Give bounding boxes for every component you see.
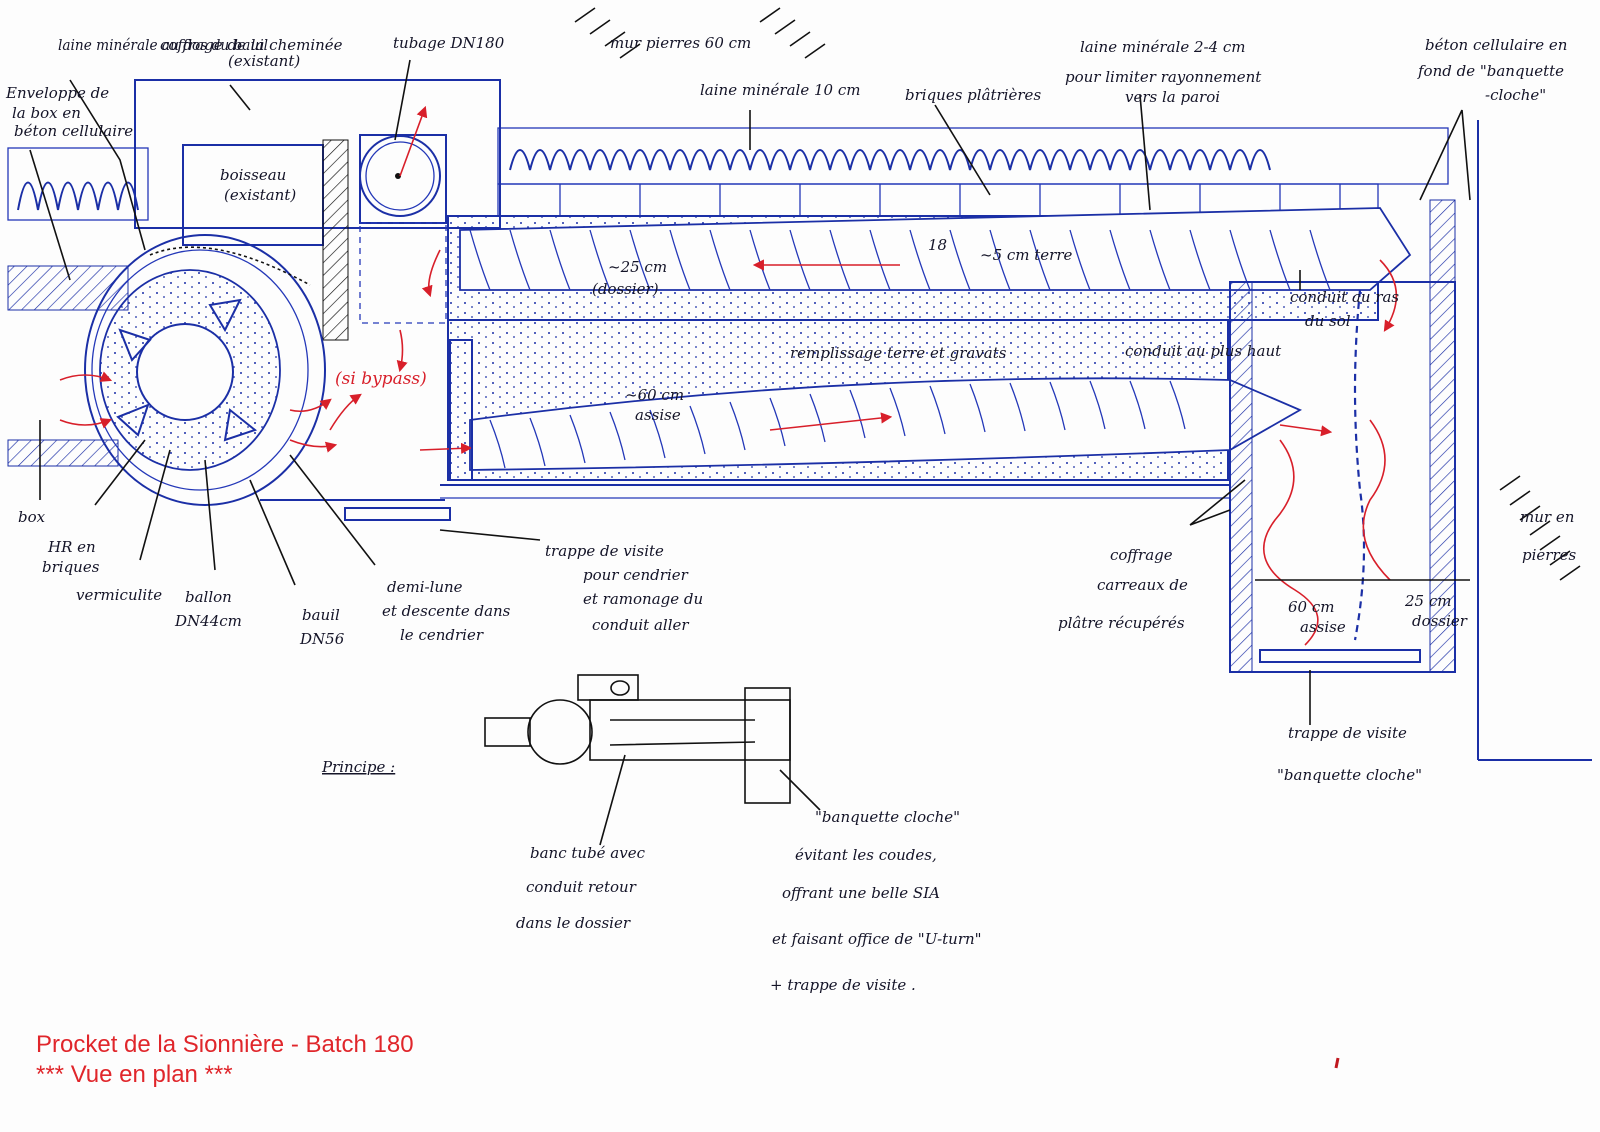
label-coffrage-carreaux: coffrage — [1110, 546, 1173, 564]
footer-subtitle: *** Vue en plan *** — [36, 1061, 233, 1088]
label-principe: Principe : — [321, 758, 395, 776]
footer: Procket de la Sionnière - Batch 180 *** … — [36, 1030, 414, 1090]
label-banc-tube: banc tubé avec — [530, 844, 646, 862]
label-banquette-cloche: "banquette cloche" — [815, 808, 960, 826]
label-banc-tube-2: conduit retour — [526, 878, 637, 896]
label-bauil: bauil — [302, 606, 340, 624]
text-labels: laine minérale au dos du bauil coffrage … — [5, 34, 1576, 994]
label-laine-10: laine minérale 10 cm — [700, 81, 860, 99]
label-assise-60b-sub: assise — [1300, 618, 1346, 636]
label-pour-limiter: pour limiter rayonnement — [1065, 68, 1262, 86]
label-trappe-visite-4: conduit aller — [592, 616, 689, 634]
label-mur-pierres-top: mur pierres 60 cm — [610, 34, 751, 52]
label-laine-2-4: laine minérale 2-4 cm — [1080, 38, 1246, 56]
label-conduit-ras-sub: du sol — [1305, 312, 1351, 330]
bench — [396, 207, 1412, 499]
banquette-cloche — [1229, 120, 1592, 761]
label-boisseau-existant: (existant) — [224, 186, 296, 204]
label-laine-dos-bauil: laine minérale au dos du bauil — [58, 36, 268, 54]
label-enveloppe-1: Enveloppe de — [5, 84, 109, 102]
label-beton-cellulaire-1: béton cellulaire en — [1425, 36, 1567, 54]
leader-lines — [29, 59, 1471, 725]
label-mur-pierres-right-2: pierres — [1522, 546, 1576, 564]
label-remplissage: remplissage terre et gravats — [790, 344, 1007, 362]
top-wall-insulation — [497, 127, 1449, 217]
label-bauil-size: DN56 — [299, 630, 345, 648]
stone-wall-top-hatch — [574, 7, 826, 59]
label-vermiculite: vermiculite — [76, 586, 162, 604]
label-banquette-cloche-2: évitant les coudes, — [795, 846, 937, 864]
stone-wall-right-hatch — [1499, 475, 1581, 581]
label-demi-lune-2: et descente dans — [382, 602, 511, 620]
label-si-bypass: (si bypass) — [335, 369, 427, 389]
label-terre-5cm: ~5 cm terre — [980, 246, 1073, 264]
label-beton-cellulaire-3: -cloche" — [1485, 86, 1546, 104]
label-coffrage-cheminee-existant: (existant) — [228, 52, 300, 70]
label-coffrage-cheminee: coffrage de la cheminée — [160, 36, 343, 54]
label-trappe-visite: trappe de visite — [545, 542, 664, 560]
label-vers-paroi: vers la paroi — [1125, 88, 1220, 106]
label-hr-briques-sub: briques — [42, 558, 100, 576]
label-mur-pierres-right: mur en — [1520, 508, 1574, 526]
label-assise-60b: 60 cm — [1288, 598, 1334, 616]
label-banquette-cloche-5: + trappe de visite . — [770, 976, 916, 994]
label-trappe-banquette: trappe de visite — [1288, 724, 1407, 742]
label-conduit-haut: conduit au plus haut — [1125, 342, 1282, 360]
label-hr-briques: HR en — [47, 538, 96, 556]
red-mark — [1334, 1057, 1340, 1069]
label-boisseau: boisseau — [220, 166, 286, 184]
label-dossier-25: ~25 cm — [608, 258, 667, 276]
label-box: box — [18, 508, 46, 526]
label-coffrage-carreaux-3: plâtre récupérés — [1058, 614, 1185, 632]
label-conduit-ras: conduit au ras — [1290, 288, 1399, 306]
label-banquette-cloche-4: et faisant office de "U-turn" — [772, 930, 982, 948]
label-dim-18: 18 — [928, 236, 947, 254]
label-briques-platrieres: briques plâtrières — [905, 86, 1041, 104]
chimney-formwork — [134, 79, 501, 341]
label-banquette-cloche-3: offrant une belle SIA — [782, 884, 940, 902]
label-tubage: tubage DN180 — [393, 34, 505, 52]
label-demi-lune: demi-lune — [387, 578, 463, 596]
label-dossier-25b: 25 cm — [1404, 592, 1451, 610]
footer-title: Procket de la Sionnière - Batch 180 — [36, 1031, 414, 1058]
label-beton-cellulaire-2: fond de "banquette — [1417, 62, 1564, 80]
label-trappe-visite-2: pour cendrier — [583, 566, 689, 584]
label-assise-60-sub: assise — [635, 406, 681, 424]
label-coffrage-carreaux-2: carreaux de — [1097, 576, 1188, 594]
label-trappe-visite-3: et ramonage du — [583, 590, 703, 608]
label-banc-tube-3: dans le dossier — [516, 914, 631, 932]
left-insulation — [7, 147, 149, 467]
combustion-unit — [59, 234, 451, 521]
label-ballon: ballon — [185, 588, 232, 606]
label-enveloppe-3: béton cellulaire — [14, 122, 133, 140]
label-trappe-banquette-2: "banquette cloche" — [1277, 766, 1422, 784]
label-dossier-25-sub: (dossier) — [592, 280, 659, 298]
label-ballon-size: DN44cm — [174, 612, 242, 630]
label-dossier-25b-sub: dossier — [1412, 612, 1468, 630]
label-assise-60: ~60 cm — [625, 386, 684, 404]
principe-diagram — [484, 674, 821, 846]
label-demi-lune-3: le cendrier — [400, 626, 484, 644]
label-enveloppe-2: la box en — [12, 104, 81, 122]
